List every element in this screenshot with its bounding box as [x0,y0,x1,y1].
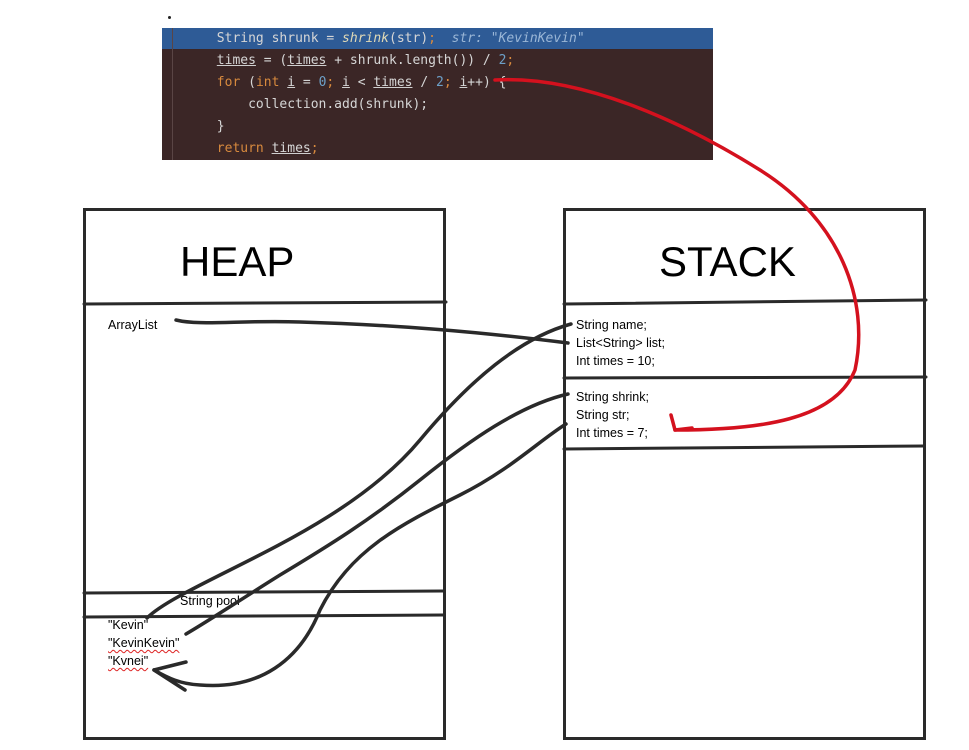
stack-title: STACK [659,238,796,285]
arraylist-label: ArrayList [108,318,158,332]
stack-frame2-line1: String shrink; [576,390,649,404]
code-token: = [295,75,319,90]
code-token: shrunk [271,31,319,46]
code-token: = ( [255,53,288,68]
code-token: 2 [435,75,444,90]
str-to-kvnei-arrow [152,422,568,688]
kvnei-arrowhead [152,660,188,692]
stack-frame-divider-1 [562,375,928,380]
code-token: / [412,75,436,90]
code-token: ; [326,75,343,90]
code-token: times [271,141,311,156]
stack-frame2-line3: Int times = 7; [576,426,648,440]
bullet-dot [168,16,171,19]
code-token: ; [310,141,319,156]
code-snippet: String shrunk = shrink(str); str: "Kevin… [162,28,713,160]
name-to-kevin-arrow [145,322,573,620]
code-line-3: for (int i = 0; i < times / 2; i++) { [162,72,713,93]
pool-item-kvnei: "Kvnei" [108,654,149,668]
code-token: int [255,75,280,90]
code-token: 2 [498,53,507,68]
code-line-5: } [162,116,713,137]
code-token: ++) { [467,75,507,90]
pool-item-kevinkevin: "KevinKevin" [108,636,180,650]
inline-debug-hint: str: "KevinKevin" [451,31,585,46]
code-line-6: return times; [162,138,713,159]
heap-pool-top-divider [82,589,445,595]
code-token: collection.add(shrunk); [248,97,429,112]
loop-to-times-arrow [493,77,861,432]
code-token: times [287,53,327,68]
stack-frame2-line2: String str; [576,408,630,422]
string-pool-label: String pool [180,594,240,608]
code-token: ; [443,75,460,90]
heap-header-divider [82,300,448,306]
stack-panel [563,208,926,740]
code-token: (str) [389,31,429,46]
stack-frame1-line1: String name; [576,318,647,332]
stack-frame1-line2: List<String> list; [576,336,665,350]
code-token: String [216,31,264,46]
code-gutter-line [172,28,173,160]
red-arrowhead [669,413,694,432]
heap-pool-bottom-divider [82,613,445,619]
stack-frame1-line3: Int times = 10; [576,354,655,368]
heap-panel [83,208,446,740]
code-line-4: collection.add(shrunk); [162,94,713,115]
heap-title: HEAP [180,238,295,285]
code-token: = [318,31,343,46]
code-token: 0 [318,75,327,90]
code-token: for [216,75,241,90]
code-token: i [287,75,296,90]
stack-frame-divider-2 [562,444,926,451]
code-token: times [373,75,413,90]
code-token: ( [240,75,256,90]
stack-header-divider [562,298,928,306]
code-line-2: times = (times + shrunk.length()) / 2; [162,50,713,71]
code-token: + shrunk.length()) / [326,53,499,68]
code-token: i [459,75,468,90]
code-token: ; [506,53,515,68]
code-token: shrink [342,31,390,46]
code-token: i [342,75,350,90]
pool-item-kevin: "Kevin" [108,618,149,632]
shrink-to-kevinkevin-arrow [184,392,570,636]
arraylist-to-list-arrow [174,318,570,345]
code-token: ; [428,31,436,46]
code-token: } [216,119,225,134]
code-line-1: String shrunk = shrink(str); str: "Kevin… [162,28,713,49]
code-token: < [349,75,374,90]
code-token: times [216,53,256,68]
code-token: return [216,141,264,156]
